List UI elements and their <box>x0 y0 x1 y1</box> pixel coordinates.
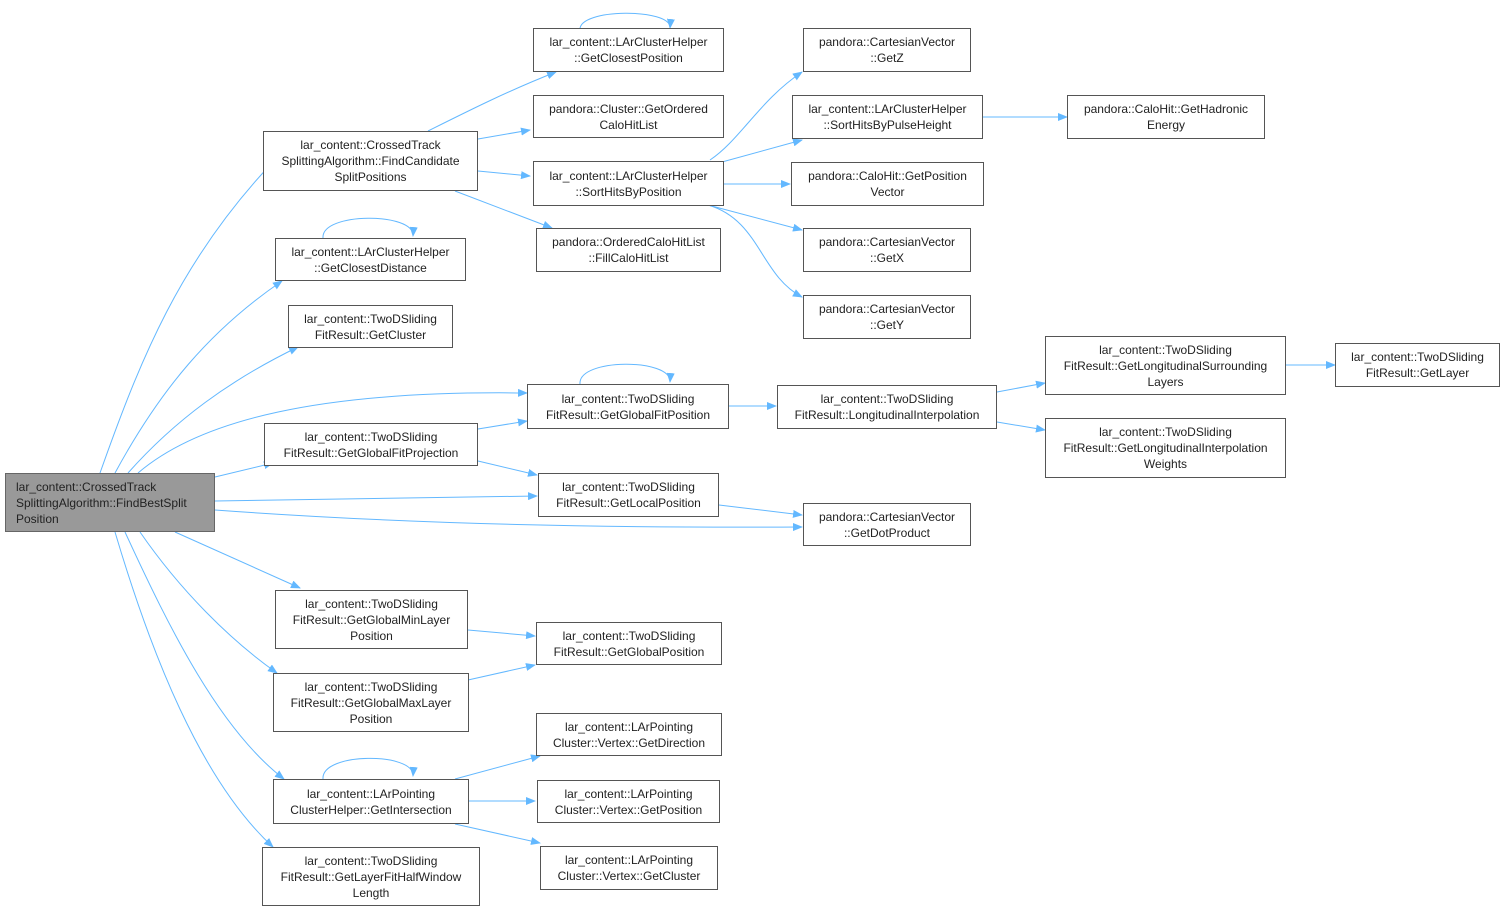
edge-n12-self <box>579 12 675 31</box>
edge-n9-n26 <box>467 663 536 681</box>
edge-n0-n6 <box>214 492 538 502</box>
node-cartesian-get-y[interactable]: pandora::CartesianVector ::GetY <box>803 295 971 339</box>
edge-n10-n27 <box>454 754 541 780</box>
edge-n0-n8 <box>174 531 301 589</box>
edge-n22-n25 <box>996 421 1046 433</box>
edge-n5-n4 <box>477 418 528 430</box>
edge-n5-n6 <box>477 460 538 477</box>
node-get-layer[interactable]: lar_content::TwoDSliding FitResult::GetL… <box>1335 343 1500 387</box>
node-get-closest-position[interactable]: lar_content::LArClusterHelper ::GetClose… <box>533 28 724 72</box>
edge-n10-self <box>322 757 418 780</box>
edge-n0-n2 <box>114 280 283 474</box>
node-vertex-get-position[interactable]: lar_content::LArPointing Cluster::Vertex… <box>537 780 720 823</box>
edge-n0-n7 <box>214 509 803 532</box>
node-get-longitudinal-interpolation-weights[interactable]: lar_content::TwoDSliding FitResult::GetL… <box>1045 418 1286 478</box>
node-get-ordered-calo-hit-list[interactable]: pandora::Cluster::GetOrdered CaloHitList <box>533 95 724 138</box>
node-get-dot-product[interactable]: pandora::CartesianVector ::GetDotProduct <box>803 503 971 546</box>
edge-n1-n12 <box>427 71 557 132</box>
node-get-layer-fit-half-window-length[interactable]: lar_content::TwoDSliding FitResult::GetL… <box>262 847 480 906</box>
edge-n0-n5 <box>214 461 274 478</box>
node-cartesian-get-x[interactable]: pandora::CartesianVector ::GetX <box>803 228 971 272</box>
edge-n14-n16 <box>709 71 803 161</box>
edge-n8-n26 <box>467 629 536 640</box>
node-get-local-position[interactable]: lar_content::TwoDSliding FitResult::GetL… <box>538 473 719 517</box>
node-get-cluster[interactable]: lar_content::TwoDSliding FitResult::GetC… <box>288 305 453 348</box>
edge-n22-n23 <box>996 380 1046 393</box>
node-sort-hits-by-pulse-height[interactable]: lar_content::LArClusterHelper ::SortHits… <box>792 95 983 139</box>
edge-n14-n20 <box>707 204 803 232</box>
edge-n0-n11 <box>114 531 274 848</box>
node-get-intersection[interactable]: lar_content::LArPointing ClusterHelper::… <box>273 779 469 824</box>
edge-n0-n4 <box>137 388 528 474</box>
edge-n14-n21 <box>707 204 803 298</box>
edge-n0-n3 <box>127 346 299 474</box>
node-get-global-max-layer-position[interactable]: lar_content::TwoDSliding FitResult::GetG… <box>273 673 469 732</box>
node-sort-hits-by-position[interactable]: lar_content::LArClusterHelper ::SortHits… <box>533 161 724 206</box>
edge-n6-n7 <box>718 504 803 518</box>
edge-n1-n15 <box>454 190 553 229</box>
node-get-global-fit-position[interactable]: lar_content::TwoDSliding FitResult::GetG… <box>527 384 729 429</box>
node-longitudinal-interpolation[interactable]: lar_content::TwoDSliding FitResult::Long… <box>777 385 997 429</box>
node-get-global-position[interactable]: lar_content::TwoDSliding FitResult::GetG… <box>536 622 722 665</box>
edge-n0-n9 <box>139 531 278 674</box>
node-get-longitudinal-surrounding-layers[interactable]: lar_content::TwoDSliding FitResult::GetL… <box>1045 336 1286 395</box>
edge-n2-self <box>322 217 418 239</box>
edge-n1-n13 <box>477 127 531 140</box>
node-fill-calo-hit-list[interactable]: pandora::OrderedCaloHitList ::FillCaloHi… <box>536 228 721 272</box>
edge-n0-n10 <box>124 531 285 780</box>
node-find-candidate-split-positions[interactable]: lar_content::CrossedTrack SplittingAlgor… <box>263 131 478 191</box>
node-cartesian-get-z[interactable]: pandora::CartesianVector ::GetZ <box>803 28 971 72</box>
edge-n1-n14 <box>477 170 531 180</box>
node-find-best-split-position[interactable]: lar_content::CrossedTrack SplittingAlgor… <box>5 473 215 532</box>
edge-n0-n1 <box>99 161 274 474</box>
node-vertex-get-cluster[interactable]: lar_content::LArPointing Cluster::Vertex… <box>540 846 718 890</box>
node-get-global-fit-projection[interactable]: lar_content::TwoDSliding FitResult::GetG… <box>264 423 478 466</box>
edge-n14-n17 <box>721 138 803 163</box>
node-get-hadronic-energy[interactable]: pandora::CaloHit::GetHadronic Energy <box>1067 95 1265 139</box>
edge-n4-self <box>579 363 675 385</box>
node-get-position-vector[interactable]: pandora::CaloHit::GetPosition Vector <box>791 162 984 206</box>
node-vertex-get-direction[interactable]: lar_content::LArPointing Cluster::Vertex… <box>536 713 722 756</box>
node-get-closest-distance[interactable]: lar_content::LArClusterHelper ::GetClose… <box>275 238 466 281</box>
node-get-global-min-layer-position[interactable]: lar_content::TwoDSliding FitResult::GetG… <box>275 590 468 649</box>
edge-n10-n29 <box>454 823 541 845</box>
